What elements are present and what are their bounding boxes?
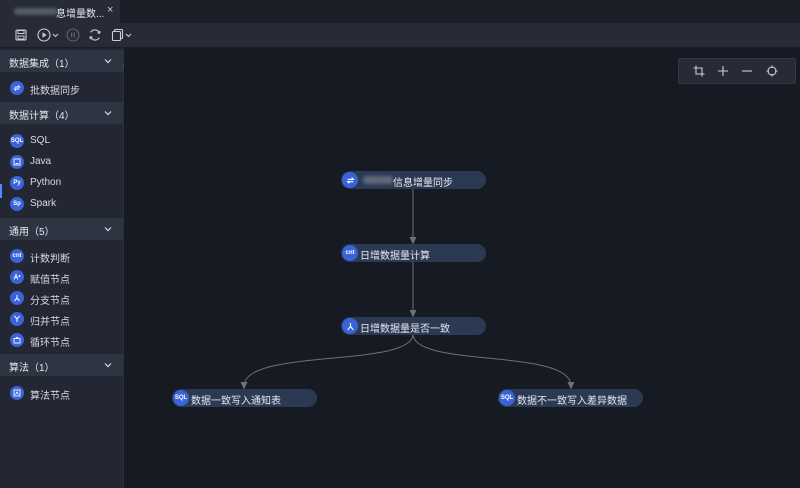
tab-bar: 息增量数... × — [0, 0, 800, 24]
node-palette-sidebar: 数据集成（1） 批数据同步 数据计算（4） SQL SQL Java Py Py… — [0, 48, 124, 488]
sidebar-item-spark[interactable]: Sp Spark — [0, 194, 123, 214]
flow-node-label: 信息增量同步 — [393, 178, 453, 189]
flow-node-label: 日增数据量是否一致 — [360, 324, 450, 335]
sidebar-item-loop[interactable]: 循环节点 — [0, 330, 123, 350]
sidebar-item-algorithm[interactable]: 算法节点 — [0, 383, 123, 403]
redacted-text — [14, 8, 58, 15]
locate-icon[interactable] — [763, 62, 781, 80]
editor-tab[interactable]: 息增量数... × — [0, 0, 120, 23]
sidebar-item-label: 分支节点 — [30, 296, 70, 307]
count-icon: cnt — [10, 249, 24, 263]
edge-branch-to-inconsistent — [412, 333, 575, 390]
group-label: 数据集成（1） — [9, 59, 75, 70]
zoom-in-icon[interactable] — [714, 62, 732, 80]
merge-icon — [10, 312, 24, 326]
assign-icon — [10, 270, 24, 284]
zoom-out-icon[interactable] — [738, 62, 756, 80]
flow-node-label: 数据不一致写入差异数据 — [517, 396, 627, 407]
group-general[interactable]: 通用（5） — [0, 218, 123, 240]
java-icon — [10, 155, 24, 169]
sidebar-item-label: SQL — [30, 135, 51, 146]
loop-icon — [10, 333, 24, 347]
branch-icon — [342, 318, 358, 334]
sidebar-item-python[interactable]: Py Python — [0, 173, 123, 193]
algorithm-icon — [10, 386, 24, 400]
sidebar-item-label: 循环节点 — [30, 338, 70, 349]
sidebar-item-label: 计数判断 — [30, 254, 70, 265]
sidebar-item-label: Python — [30, 177, 62, 188]
sidebar-item-label: 赋值节点 — [30, 275, 70, 286]
sidebar-item-label: 批数据同步 — [30, 86, 80, 97]
crop-icon[interactable] — [690, 62, 708, 80]
sidebar-item-assign[interactable]: 赋值节点 — [0, 267, 123, 287]
flow-node-incremental-sync[interactable]: 信息增量同步 — [341, 171, 486, 189]
group-data-compute[interactable]: 数据计算（4） — [0, 102, 123, 124]
edge-branch-to-consistent — [240, 333, 414, 390]
group-data-integration[interactable]: 数据集成（1） — [0, 50, 123, 72]
chevron-down-icon — [104, 59, 112, 64]
sql-icon: SQL — [499, 390, 515, 406]
chevron-down-icon — [104, 363, 112, 368]
flow-node-consistency-branch[interactable]: 日增数据量是否一致 — [341, 317, 486, 335]
sidebar-item-label: 算法节点 — [30, 391, 70, 402]
python-icon: Py — [10, 176, 24, 190]
sql-icon: SQL — [10, 134, 24, 148]
save-icon[interactable] — [12, 26, 30, 44]
sidebar-item-count[interactable]: cnt 计数判断 — [0, 246, 123, 266]
refresh-icon[interactable] — [86, 26, 104, 44]
sidebar-item-branch[interactable]: 分支节点 — [0, 288, 123, 308]
group-label: 数据计算（4） — [9, 111, 75, 122]
flow-canvas[interactable] — [124, 48, 800, 488]
flow-node-write-notification[interactable]: SQL 数据一致写入通知表 — [172, 389, 317, 407]
redacted-text — [363, 176, 393, 184]
count-icon: cnt — [342, 245, 358, 261]
run-icon[interactable] — [36, 26, 62, 44]
flow-node-daily-count[interactable]: cnt 日增数据量计算 — [341, 244, 486, 262]
stop-icon[interactable] — [64, 26, 82, 44]
sidebar-item-merge[interactable]: 归并节点 — [0, 309, 123, 329]
close-icon[interactable]: × — [107, 4, 114, 16]
sql-icon: SQL — [173, 390, 189, 406]
chevron-down-icon — [104, 227, 112, 232]
group-label: 算法（1） — [9, 363, 55, 374]
sidebar-item-label: Java — [30, 156, 52, 167]
flow-node-write-diff[interactable]: SQL 数据不一致写入差异数据 — [498, 389, 643, 407]
branch-icon — [10, 291, 24, 305]
sync-icon — [342, 172, 358, 188]
flow-node-label: 日增数据量计算 — [360, 251, 430, 262]
flow-node-label: 数据一致写入通知表 — [191, 396, 281, 407]
copy-icon[interactable] — [110, 26, 134, 44]
spark-icon: Sp — [10, 197, 24, 211]
group-algorithm[interactable]: 算法（1） — [0, 354, 123, 376]
tab-title: 息增量数... — [56, 9, 105, 20]
group-label: 通用（5） — [9, 227, 55, 238]
sidebar-item-java[interactable]: Java — [0, 152, 123, 172]
sidebar-item-label: Spark — [30, 198, 57, 209]
sidebar-item-batch-sync[interactable]: 批数据同步 — [0, 78, 123, 98]
toolbar — [0, 23, 800, 48]
sync-icon — [10, 81, 24, 95]
canvas-controls — [678, 58, 796, 84]
active-indicator — [0, 184, 2, 198]
chevron-down-icon — [104, 111, 112, 116]
sidebar-item-label: 归并节点 — [30, 317, 70, 328]
sidebar-item-sql[interactable]: SQL SQL — [0, 131, 123, 151]
